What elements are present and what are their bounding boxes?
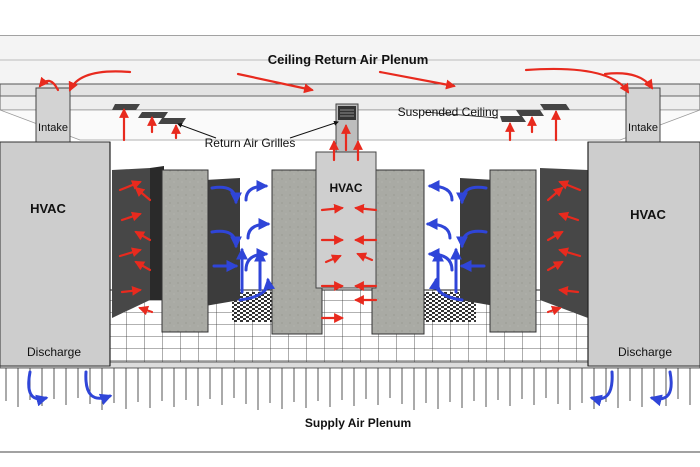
hvac-left-label: HVAC [30,201,66,216]
supply-plenum-label: Supply Air Plenum [305,416,411,430]
return-grilles-label: Return Air Grilles [205,136,296,150]
server-racks-left [112,166,240,318]
intake-duct-left [35,87,71,149]
rack-cabinet-1 [161,169,209,333]
discharge-left-label: Discharge [27,345,81,359]
hvac-center-label: HVAC [329,181,362,195]
vent-grille-icon [112,104,570,124]
rack-cabinet-3 [371,169,425,335]
rack-cabinet-4 [489,169,537,333]
hvac-unit-right [587,141,700,367]
intake-duct-right [625,87,661,149]
intake-right-label: Intake [628,122,658,134]
discharge-right-label: Discharge [618,345,672,359]
intake-left-label: Intake [38,122,68,134]
supply-air-arrows [27,180,673,407]
rack-cabinet-2 [271,169,323,335]
return-air-arrows [38,67,654,323]
suspended-ceiling-label: Suspended Ceiling [398,105,499,119]
grille-callout-lines [177,111,499,139]
hvac-unit-left [0,141,111,367]
server-racks-right [460,168,588,318]
hvac-right-label: HVAC [630,207,666,222]
supply-plenum-posts [5,368,691,410]
ceiling-plenum [0,36,700,97]
ceiling-plenum-label: Ceiling Return Air Plenum [268,52,429,67]
